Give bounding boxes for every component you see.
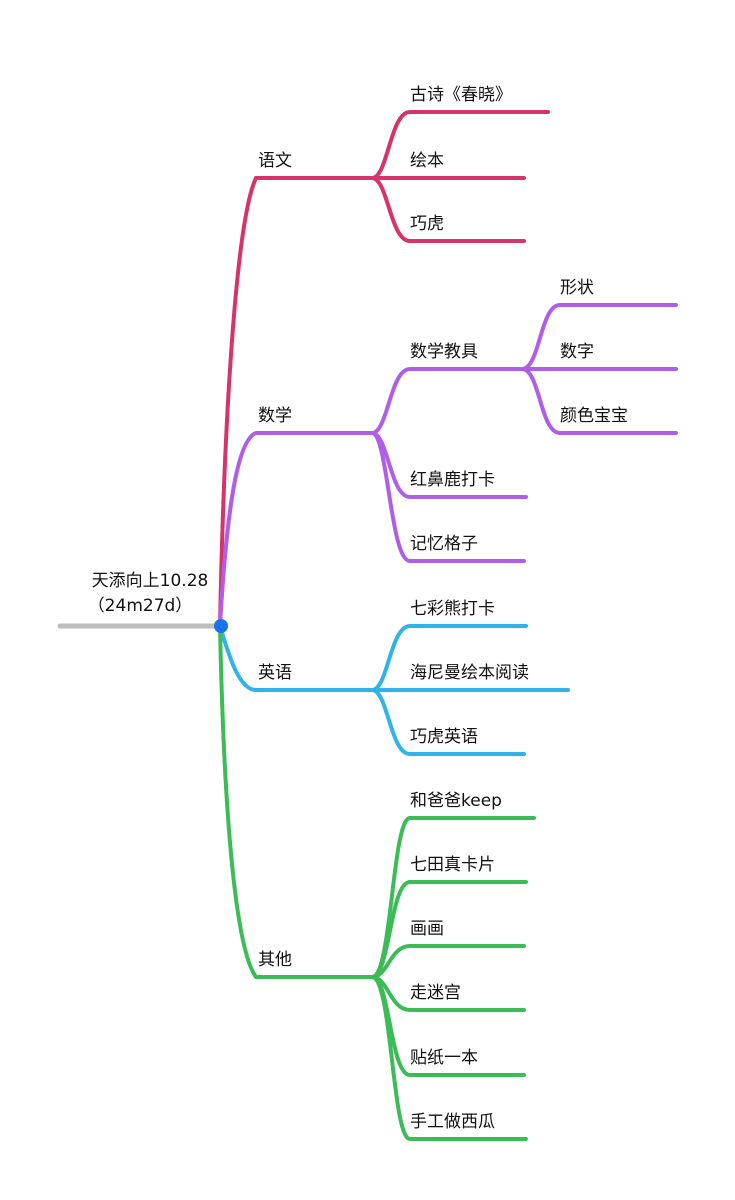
child-label: 记忆格子 <box>410 534 478 554</box>
child-connector <box>370 944 526 979</box>
branch-connector <box>218 176 374 628</box>
branch-label: 数学 <box>258 406 292 426</box>
branch-label: 英语 <box>258 663 292 683</box>
child-label: 海尼曼绘本阅读 <box>410 663 529 683</box>
branch-yingyu: 英语 七彩熊打卡 海尼曼绘本阅读 巧虎英语 <box>218 599 570 756</box>
child-connector <box>370 367 524 435</box>
grandchild-label: 数字 <box>560 342 594 362</box>
child-label: 手工做西瓜 <box>410 1112 495 1132</box>
child-connector <box>370 431 526 563</box>
child-label: 画画 <box>410 919 444 939</box>
child-label: 走迷宫 <box>410 983 461 1003</box>
child-connector <box>370 880 528 979</box>
root-title: 天添向上10.28 <box>92 571 209 591</box>
root-junction-dot <box>214 619 228 633</box>
root-node: 天添向上10.28 （24m27d） <box>57 571 225 629</box>
child-label: 红鼻鹿打卡 <box>410 470 495 490</box>
grandchild-label: 颜色宝宝 <box>560 406 628 426</box>
child-label: 贴纸一本 <box>410 1048 478 1068</box>
grandchild-connector <box>520 303 678 371</box>
branch-connector <box>218 624 374 979</box>
root-subtitle: （24m27d） <box>88 596 193 616</box>
child-connector <box>370 975 528 1141</box>
branch-shuxue: 数学 数学教具 形状 数字 颜色宝宝 红鼻鹿打卡 记忆格子 <box>218 278 678 628</box>
grandchild-connector <box>520 367 678 435</box>
branch-connector <box>218 624 374 692</box>
child-label: 七彩熊打卡 <box>410 599 495 619</box>
child-label: 数学教具 <box>410 342 478 362</box>
child-connector <box>370 110 550 180</box>
branch-connector <box>218 431 374 628</box>
child-connector <box>370 688 526 756</box>
branch-label: 语文 <box>258 151 292 171</box>
branch-yuwen: 语文 古诗《春晓》 绘本 巧虎 <box>218 85 550 628</box>
grandchild-label: 形状 <box>560 278 594 298</box>
child-label: 巧虎英语 <box>410 727 478 747</box>
branch-qita: 其他 和爸爸keep 七田真卡片 画画 走迷宫 贴纸一本 手工做西瓜 <box>218 624 536 1141</box>
child-label: 巧虎 <box>410 214 444 234</box>
child-label: 和爸爸keep <box>410 791 502 811</box>
child-connector <box>370 624 528 692</box>
child-connector <box>370 176 526 243</box>
branch-label: 其他 <box>258 950 292 970</box>
child-label: 七田真卡片 <box>410 855 495 875</box>
child-label: 古诗《春晓》 <box>410 85 512 105</box>
child-label: 绘本 <box>410 151 444 171</box>
